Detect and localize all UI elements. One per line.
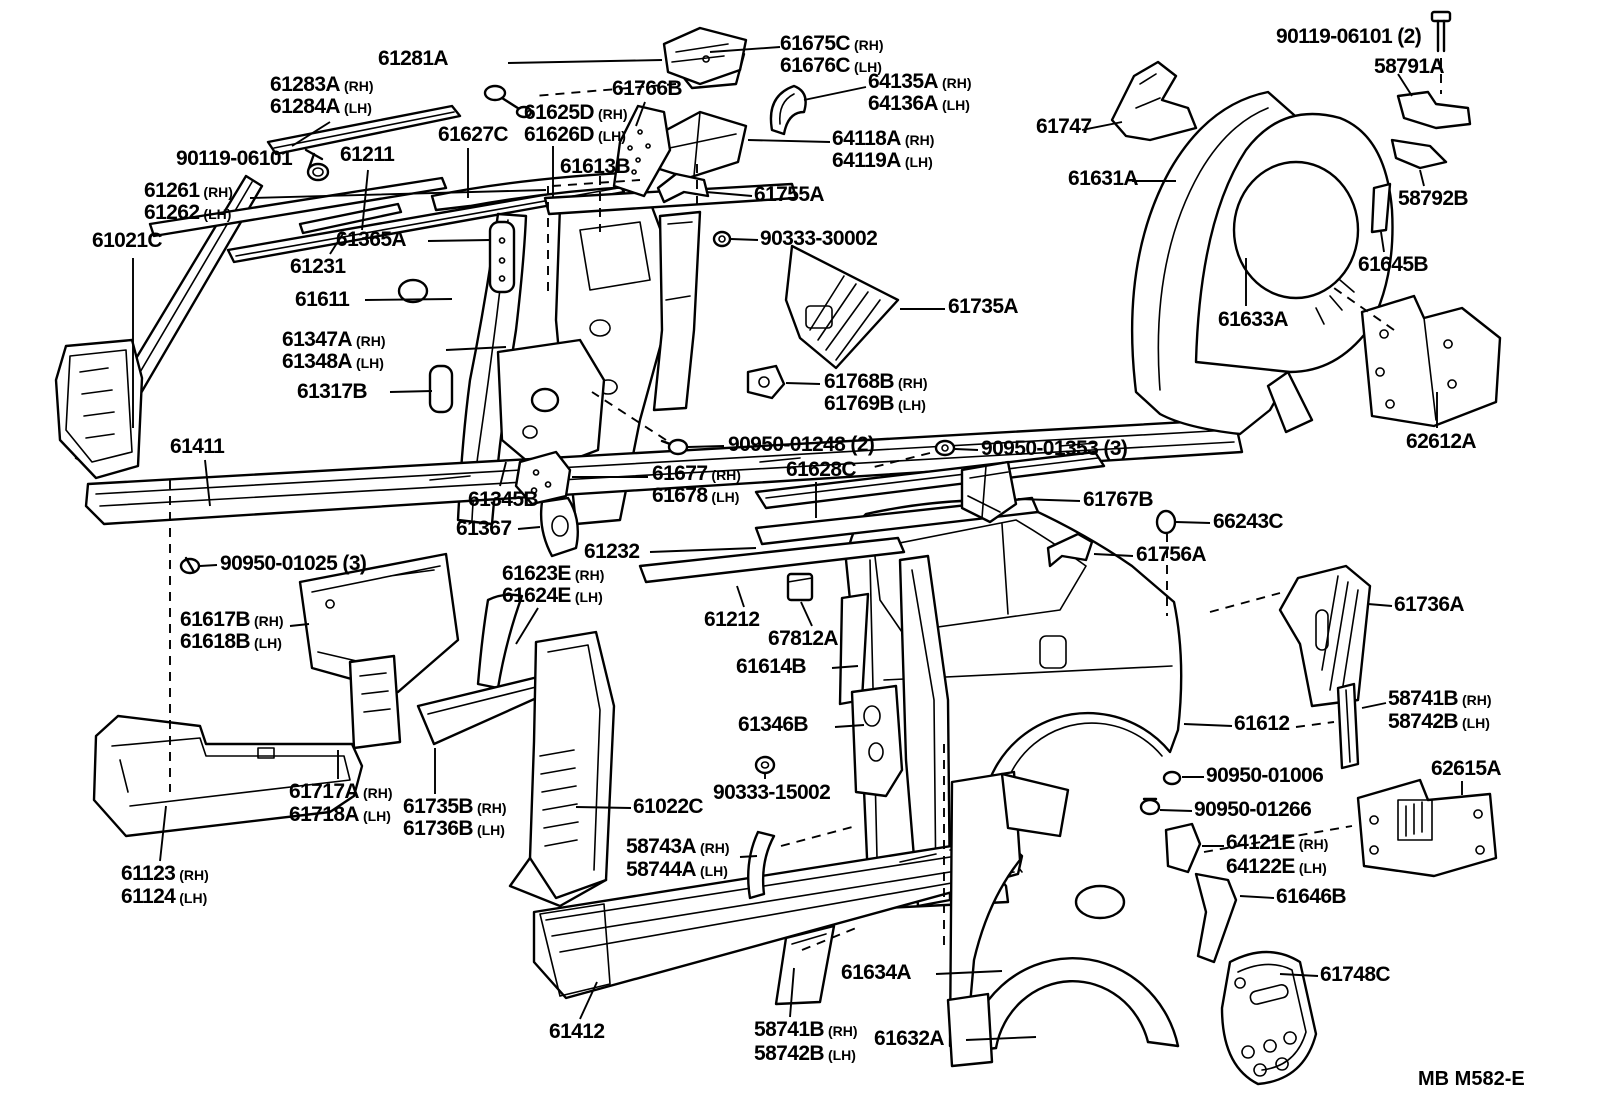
grommet-90950-01353-drawing — [934, 439, 956, 457]
panel-61617b-drawing — [298, 552, 460, 694]
bolt-90119-right-drawing — [1430, 10, 1452, 53]
ring-66243c-drawing — [1155, 509, 1177, 535]
cowl-side-61123-drawing — [92, 714, 364, 838]
bracket-61756a-drawing — [1046, 532, 1094, 568]
panel-61748c-drawing — [1220, 950, 1318, 1086]
rocker-61412-drawing — [532, 836, 1024, 1000]
fastener-90333-30002-drawing — [712, 230, 732, 248]
bolt-90950-01025-drawing — [179, 556, 201, 575]
bracket-62612a-drawing — [1360, 294, 1502, 428]
a-pillar-61021c-drawing — [54, 174, 264, 480]
leader-lines — [132, 46, 1463, 1041]
bracket-61767b-drawing — [960, 460, 1018, 524]
wheelhouse-inner-61631a-drawing — [1130, 90, 1394, 436]
bracket-61736a-drawing — [1278, 564, 1372, 708]
roof-side-strips-drawing — [148, 104, 626, 264]
bracket-61755a-drawing — [656, 172, 710, 204]
bracket-64121e-drawing — [1164, 822, 1202, 874]
center-pillar-61614b-61346b-drawing — [838, 554, 952, 908]
plate-61367-drawing — [539, 496, 579, 558]
b-pillar-lower-61022c-drawing — [508, 630, 616, 908]
strip-58743a-drawing — [747, 830, 776, 900]
rocker-rail-61411-drawing — [84, 418, 1244, 526]
plate-61675c-drawing — [662, 26, 748, 86]
bracket-61646b-drawing — [1194, 872, 1238, 964]
grommet-90950-01248-drawing — [660, 438, 689, 456]
grommet-61768b-drawing — [746, 364, 786, 400]
gusset-61735a-drawing — [784, 244, 900, 370]
bolt-90119-left-drawing — [304, 148, 330, 182]
grommet-90950-01266-drawing — [1139, 797, 1161, 816]
bracket-61747-drawing — [1110, 60, 1198, 142]
bracket-61677-drawing — [514, 450, 572, 506]
strip-61623e-drawing — [476, 593, 524, 690]
block-67812a-drawing — [786, 572, 814, 602]
plate-58741b-bottom-drawing — [774, 924, 836, 1006]
grommet-90950-01006-drawing — [1162, 770, 1182, 786]
rear-wheelhouse-lower-61632a-drawing — [946, 770, 1180, 1068]
strip-58741b-right-drawing — [1336, 682, 1360, 770]
crescent-64135a-drawing — [769, 84, 807, 136]
bracket-58791a-drawing — [1396, 90, 1472, 130]
diagram-code: MB M582-E — [1418, 1068, 1525, 1090]
bracket-61766b-drawing — [612, 104, 672, 198]
ring-90333-15002-drawing — [754, 755, 776, 775]
bracket-61717a-drawing — [348, 654, 402, 750]
strip-61645b-drawing — [1370, 182, 1392, 234]
bracket-58792b-drawing — [1390, 138, 1448, 170]
bracket-62615a-drawing — [1356, 778, 1498, 878]
